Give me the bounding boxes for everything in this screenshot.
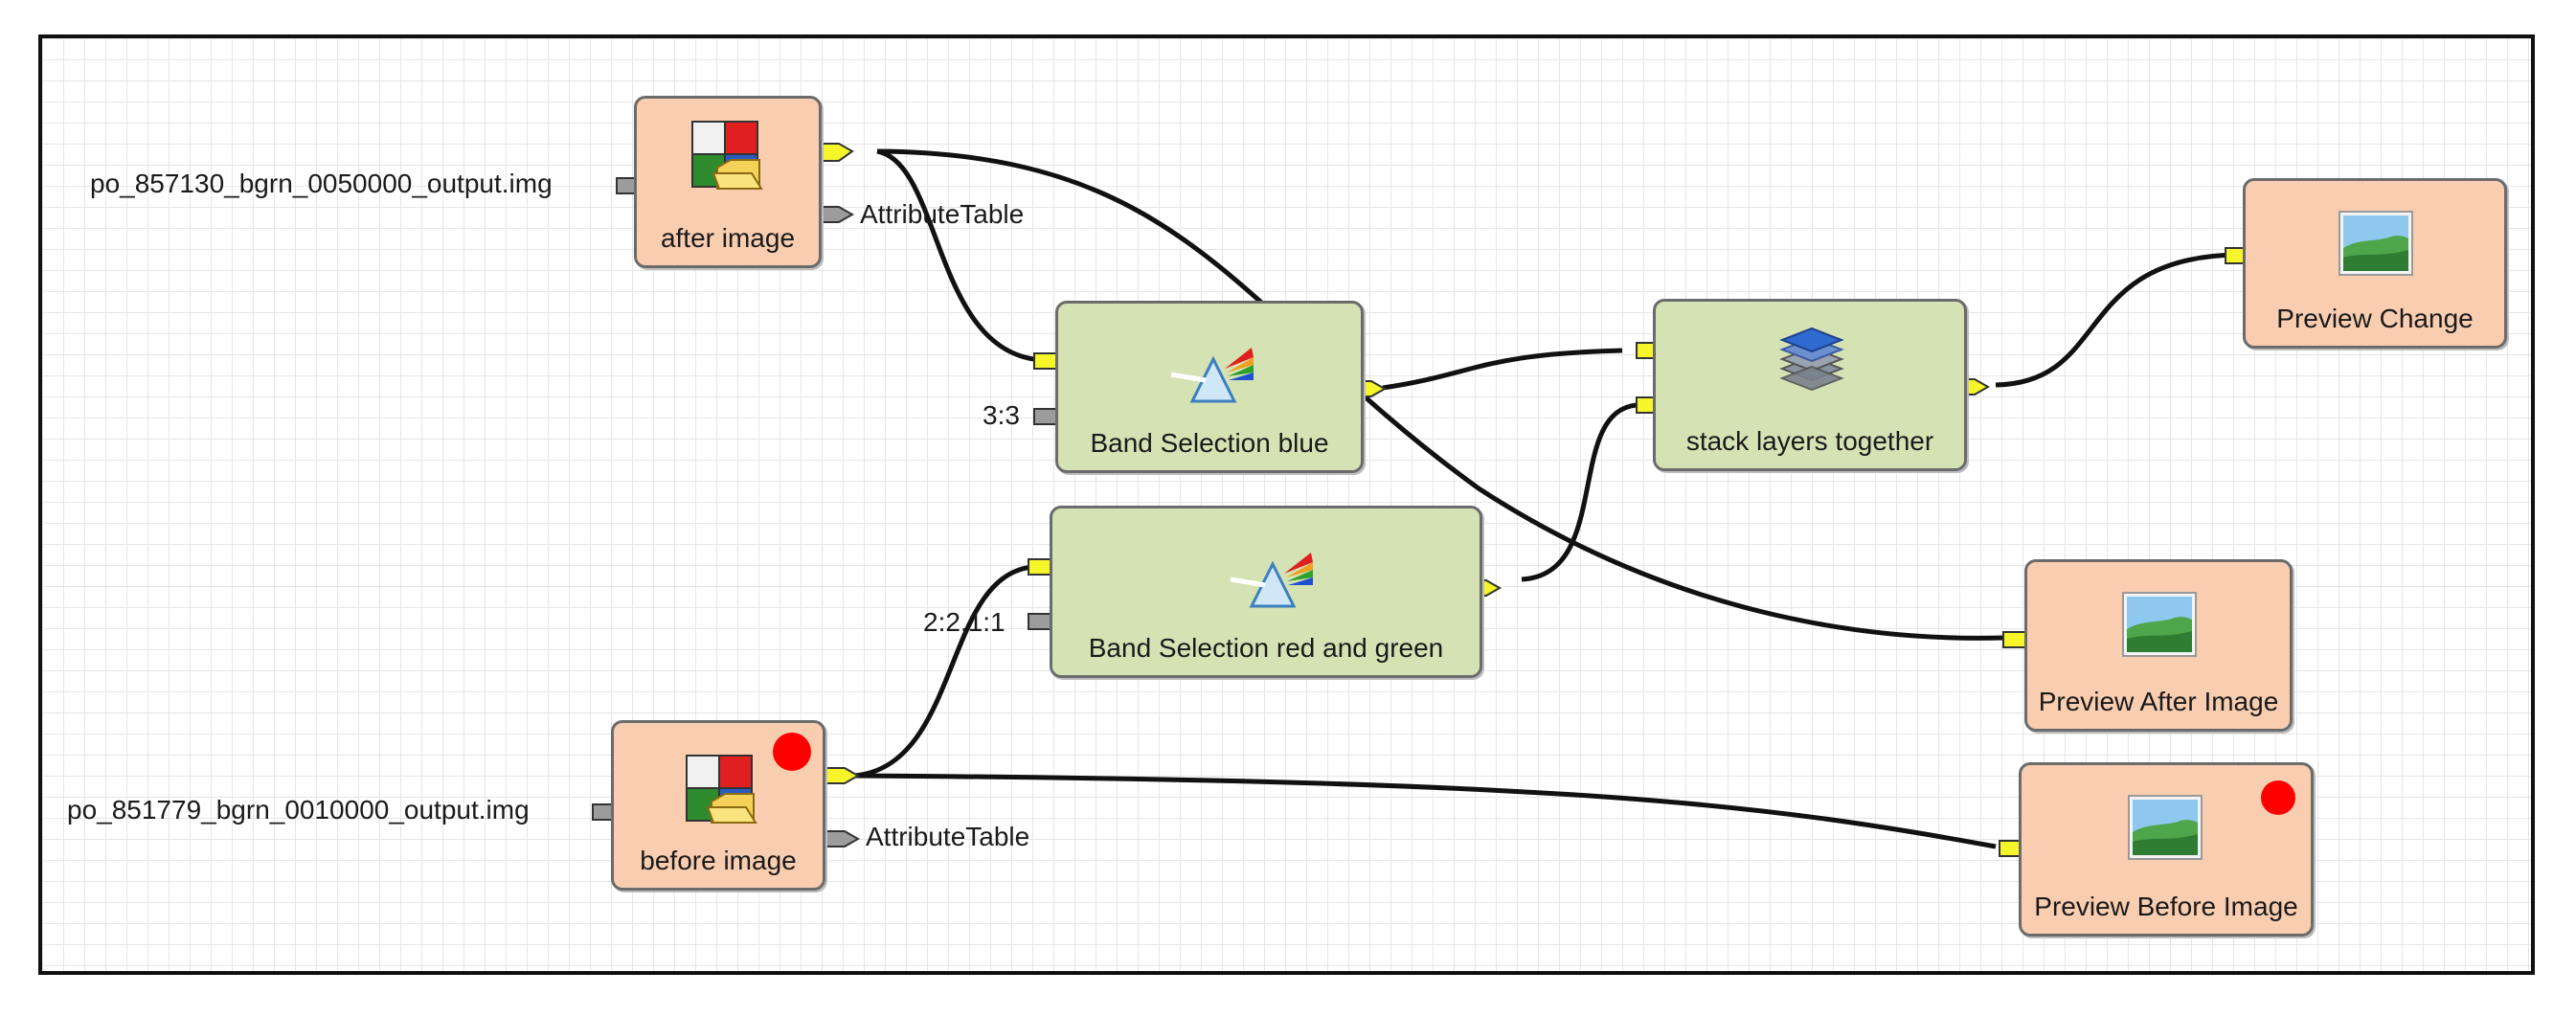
node-band-selection-blue-label: Band Selection blue	[1090, 428, 1329, 458]
node-stack-layers-together-label: stack layers together	[1685, 426, 1934, 456]
wire-before-to-band-red-green[interactable]	[853, 564, 1034, 779]
layers-icon	[1779, 327, 1844, 392]
after-image-attribute-table-label: AttributeTable	[860, 199, 1025, 229]
node-preview-change[interactable]: Preview Change	[2243, 178, 2507, 349]
node-before-image-label: before image	[640, 846, 797, 875]
raster-input-icon	[686, 755, 757, 824]
band-rg-param-label: 2:2,1:1	[923, 607, 1006, 637]
node-band-selection-red-green[interactable]: Band Selection red and green	[1050, 506, 1482, 678]
node-preview-before-image-label: Preview Before Image	[2034, 892, 2298, 921]
node-band-selection-red-green-label: Band Selection red and green	[1088, 633, 1444, 663]
wire-band-red-green-to-stack[interactable]	[1521, 402, 1638, 582]
node-preview-before-image[interactable]: Preview Before Image	[2019, 762, 2314, 937]
before-image-attribute-table-label: AttributeTable	[866, 822, 1030, 851]
wire-band-blue-to-stack[interactable]	[1382, 348, 1623, 391]
prism-icon	[1230, 553, 1313, 608]
wire-before-to-preview-before[interactable]	[853, 773, 1997, 849]
landscape-image-icon	[2128, 795, 2203, 860]
node-preview-change-label: Preview Change	[2276, 304, 2474, 333]
wire-after-to-preview-after[interactable]	[876, 148, 2004, 641]
raster-input-icon	[691, 121, 763, 190]
landscape-image-icon	[2339, 211, 2413, 276]
node-after-image-label: after image	[660, 223, 796, 253]
node-preview-after-image[interactable]: Preview After Image	[2024, 559, 2293, 732]
node-band-selection-blue[interactable]: Band Selection blue	[1055, 301, 1364, 473]
wire-after-to-band-blue[interactable]	[876, 148, 1044, 363]
node-after-image[interactable]: after image	[634, 96, 822, 268]
wire-stack-to-preview-change[interactable]	[1995, 252, 2236, 388]
band-blue-param-label: 3:3	[983, 400, 1020, 430]
red-marker-dot	[773, 733, 811, 771]
after-image-input-file-label: po_857130_bgrn_0050000_output.img	[90, 169, 553, 198]
red-marker-dot	[2261, 780, 2295, 815]
node-before-image[interactable]: before image	[611, 720, 825, 891]
model-canvas[interactable]: po_857130_bgrn_0050000_output.img Attrib…	[38, 34, 2535, 975]
landscape-image-icon	[2122, 592, 2197, 657]
prism-icon	[1170, 348, 1254, 403]
before-image-input-file-label: po_851779_bgrn_0010000_output.img	[67, 795, 530, 825]
node-stack-layers-together[interactable]: stack layers together	[1653, 299, 1967, 471]
node-preview-after-image-label: Preview After Image	[2038, 687, 2279, 716]
